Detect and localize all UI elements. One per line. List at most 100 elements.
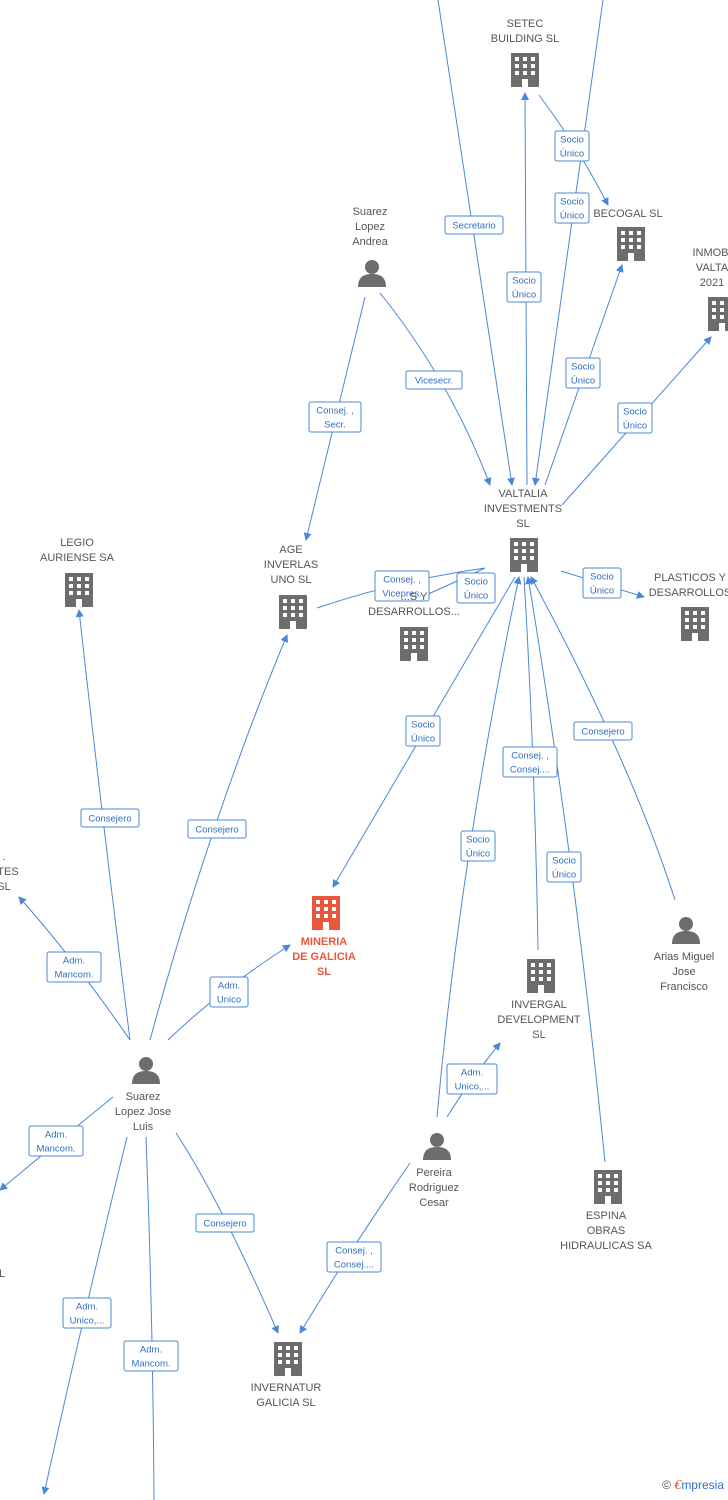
edge-label-text: Consej. , (335, 1246, 373, 1257)
edge-label-text: Unico,... (455, 1082, 490, 1093)
node-label-text: AURIENSE SA (40, 552, 115, 564)
node-label-text: DESARROLLOS (649, 587, 728, 599)
edge-label-text: Socio (571, 362, 595, 373)
edge-label-e23[interactable]: Adm. Unico,... (62, 1297, 112, 1329)
company-building-icon (594, 1170, 622, 1204)
edge-label-text: Vicepres. (382, 589, 421, 600)
node-left_l[interactable]: L (0, 1268, 5, 1280)
company-building-icon (274, 1342, 302, 1376)
node-label-text: PLASTICOS Y (654, 572, 727, 584)
edge-label-text: Único (571, 376, 595, 387)
edge-label-text: Unico,... (70, 1316, 105, 1327)
company-building-icon (617, 227, 645, 261)
edge-label-e25[interactable]: Adm. Unico,... (446, 1063, 498, 1095)
edge-label-text: Secr. (324, 420, 346, 431)
node-plasticos_right[interactable]: PLASTICOS Y DESARROLLOS (649, 572, 728, 641)
person-icon (358, 260, 386, 287)
node-label-text: ESPINA (586, 1210, 627, 1222)
node-label-text: INVERGAL (511, 999, 567, 1011)
edge-label-text: Socio (560, 135, 584, 146)
node-label-text: Lopez (355, 221, 385, 233)
edge-label-text: Socio (552, 856, 576, 867)
edge-label-e21[interactable]: Adm.Mancom. (28, 1125, 84, 1157)
node-label-text: 2021 (700, 277, 724, 289)
node-label-text: BECOGAL SL (593, 208, 662, 220)
empresia-watermark: © €mpresia (662, 1478, 724, 1494)
person-icon (672, 917, 700, 944)
edge-label-text: Único (552, 870, 576, 881)
edge-label-e7[interactable]: Vicesecr. (405, 370, 463, 390)
edge-label-e1[interactable]: Secretario (444, 215, 504, 235)
node-label-text: . (2, 851, 5, 863)
edge-label-e22[interactable]: Consejero (195, 1213, 255, 1233)
node-label-text: DEVELOPMENT (497, 1014, 580, 1026)
node-label-text: Francisco (660, 981, 708, 993)
node-label-text: SL (516, 518, 529, 530)
edge-label-text: Adm. (140, 1345, 162, 1356)
edge-label-e24[interactable]: Adm.Mancom. (123, 1340, 179, 1372)
copyright-symbol: © (662, 1478, 671, 1492)
edge-label-e26[interactable]: Consej. ,Consej.... (326, 1241, 382, 1273)
person-icon (132, 1057, 160, 1084)
edge-label-e17[interactable]: Consejero (80, 808, 140, 828)
edge-label-text: Vicesecr. (415, 376, 453, 387)
edge-label-e8[interactable]: Consej. ,Secr. (308, 401, 362, 433)
node-becogal[interactable]: BECOGAL SL (593, 208, 663, 261)
edge-label-e19[interactable]: Adm.Mancom. (46, 951, 102, 983)
edge-label-text: Adm. (76, 1302, 98, 1313)
edge-label-text: Adm. (461, 1068, 483, 1079)
edge-line-e4 (532, 0, 604, 486)
edge-label-e20[interactable]: Adm.Unico (209, 976, 249, 1008)
node-label-text: ...S Y (401, 591, 428, 603)
company-building-icon (681, 607, 709, 641)
node-label-text: HIDRAULICAS SA (560, 1240, 652, 1252)
node-ntes[interactable]: .NTESSL (0, 851, 19, 893)
edge-label-text: Socio (464, 577, 488, 588)
edge-line-e24 (145, 1136, 155, 1500)
edge-label-e9[interactable]: Consej. ,Vicepres. (374, 570, 430, 602)
edge-label-text: Socio (512, 276, 536, 287)
edge-label-text: Socio (560, 197, 584, 208)
node-label-text: Jose (672, 966, 695, 978)
edge-label-e13[interactable]: Consejero (573, 721, 633, 741)
edge-label-e14[interactable]: Consej. ,Consej.... (502, 746, 558, 778)
edge-label-text: Único (512, 290, 536, 301)
edge-label-text: Único (590, 586, 614, 597)
edge-label-text: Consejero (195, 825, 238, 836)
edge-line-e13 (530, 576, 676, 901)
node-plasticos_mid[interactable]: ...S YDESARROLLOS... (368, 591, 460, 661)
edge-label-text: Único (411, 734, 435, 745)
node-label-text: Pereira (416, 1167, 452, 1179)
node-label-text: Luis (133, 1121, 154, 1133)
edge-label-text: Único (560, 211, 584, 222)
edge-label-e18[interactable]: Consejero (187, 819, 247, 839)
node-label-text: Suarez (126, 1091, 161, 1103)
node-label-text: L (0, 1268, 5, 1280)
company-building-icon (279, 595, 307, 629)
edge-label-text: Único (464, 591, 488, 602)
empresia-logo-initial: € (674, 1478, 682, 1493)
